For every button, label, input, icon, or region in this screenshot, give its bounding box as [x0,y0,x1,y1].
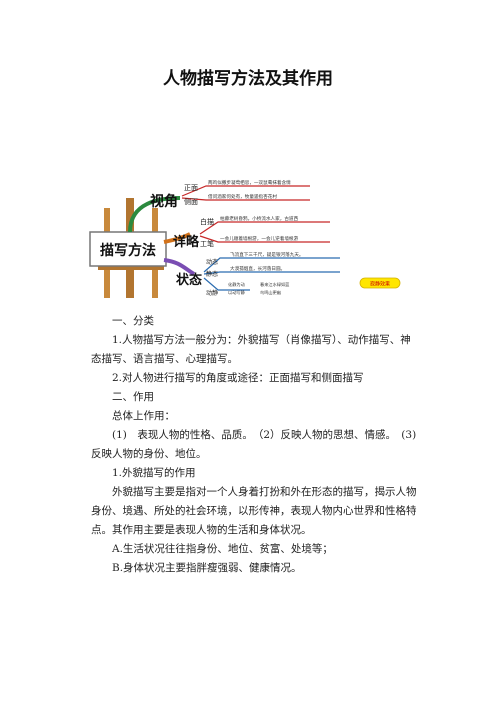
leaf-xianglve-2: 一会儿顺着墙根游，一会儿逆着墙根游 [220,235,299,242]
heading-fenlei: 一、分类 [112,315,154,327]
article-body: 一、分类 1.人物描写方法一般分为：外貌描写（肖像描写）、动作描写、神态描写、语… [91,312,427,578]
label-gongbi: 工笔 [200,239,214,248]
label-zhengmian: 正面 [184,184,198,192]
leaf-xianglve-1: 枯藤老树昏鸦，小桥流水人家，古道西 [220,215,299,222]
label-dongtai: 动态 [206,258,218,266]
leaf-zhuangtai-4: 鸟鸣山更幽 [260,289,281,296]
heading-zuoyong: 二、作用 [112,391,154,403]
leaf-zhuangtai-3: 春来江水绿如蓝 [260,281,289,288]
mind-map: 描写方法 视角 正面 侧面 两鸡似撒步凝莺栖思，一双鼠蓦抹着含情 借问酒家何处有… [89,179,401,298]
para-2: 2.对人物进行描写的角度或途径：正面描写和侧面描写 [112,372,364,384]
para-6: 外貌描写主要是指对一个人身着打扮和外在形态的描写，揭示人物身份、境遇、所处的社会… [91,486,417,536]
s1: 化静为动 [228,281,245,288]
leaf-shijiao-1: 两鸡似撒步凝莺栖思，一双鼠蓦抹着含情 [208,179,291,186]
para-8: B.身体状况主要指胖瘦强弱、健康情况。 [112,562,302,574]
label-baimiao: 白描 [200,217,214,226]
leaf-zhuangtai-1: 飞流直下三千尺，疑是银河落九天。 [230,251,304,258]
label-cemian: 侧面 [184,197,198,206]
s2: 以动写静 [228,289,246,296]
label-jingtai: 静态 [206,270,218,278]
branch-label-xianglve: 详略 [173,234,200,250]
para-7: A.生活状况往往指身份、地位、贫富、处境等； [112,543,333,555]
leaf-shijiao-2: 借问酒家何处有，牧童遥指杏花村 [208,193,277,200]
branch-label-zhuangtai: 状态 [176,272,202,288]
badge-jijing: 寂静效果 [370,281,390,288]
leaf-zhuangtai-2: 大漠孤烟直，长河落日圆。 [230,265,285,272]
para-5: 1.外貌描写的作用 [112,467,196,479]
para-1: 1.人物描写方法一般分为：外貌描写（肖像描写）、动作描写、神态描写、语言描写、心… [91,334,411,365]
para-4: (1) 表现人物的性格、品质。 （2）反映人物的思想、情感。 (3) 反映人物的… [91,429,427,460]
label-dongjing: 动静 [206,289,218,297]
page-title: 人物描写方法及其作用 [163,69,333,89]
center-label: 描写方法 [100,242,156,259]
para-3: 总体上作用： [112,410,175,422]
branch-label-shijiao: 视角 [150,193,178,210]
